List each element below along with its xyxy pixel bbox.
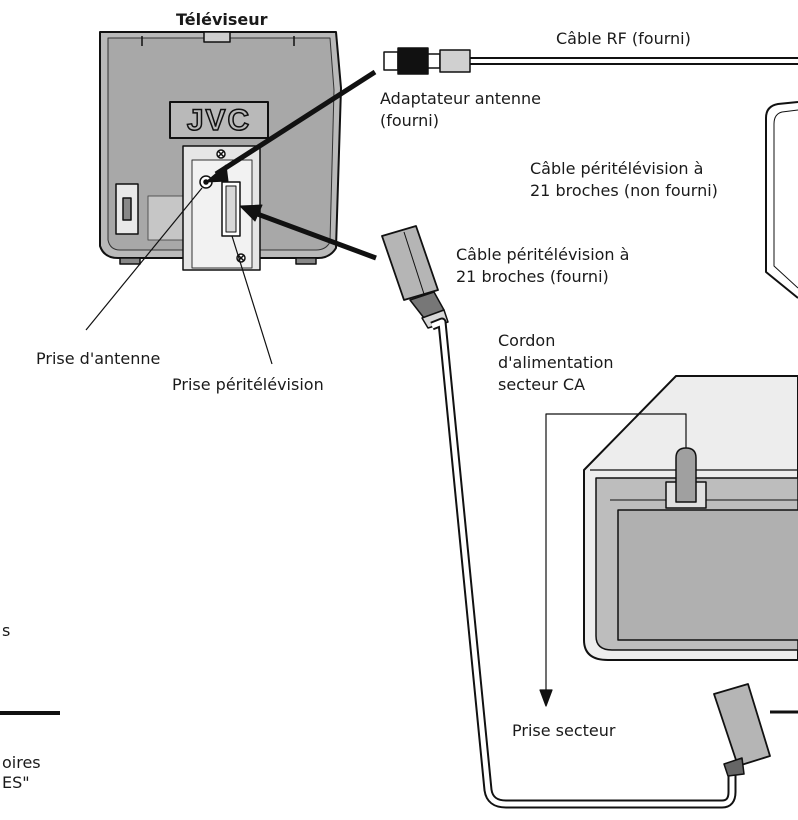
leader-lines: [85, 187, 273, 365]
page-edge-fragment: ES": [2, 773, 30, 792]
power-cord-label-line1: Cordon: [498, 331, 556, 350]
scart-supplied-label-line1: Câble péritélévision à: [456, 245, 630, 264]
tv-title: Téléviseur: [176, 10, 268, 29]
page-edge-fragment: oires: [2, 753, 41, 772]
connection-arrows: [205, 69, 377, 261]
vcr-illustration: [583, 375, 798, 661]
scart-socket-label: Prise péritélévision: [172, 375, 324, 394]
antenna-socket-label: Prise d'antenne: [36, 349, 161, 368]
scart-cable-illustration: [381, 225, 798, 809]
power-cord-line: [539, 413, 687, 707]
scart-not-supplied-label-line1: Câble péritélévision à: [530, 159, 704, 178]
antenna-adapter-label-line1: Adaptateur antenne: [380, 89, 541, 108]
mains-socket-label: Prise secteur: [512, 721, 616, 740]
scart-not-supplied-label-line2: 21 broches (non fourni): [530, 181, 718, 200]
rf-cable-illustration: [383, 47, 798, 75]
antenna-adapter-label-line2: (fourni): [380, 111, 439, 130]
scart-not-supplied-outline: [765, 101, 798, 299]
power-cord-label-line3: secteur CA: [498, 375, 586, 394]
tv-brand-logo: JVC: [187, 104, 251, 137]
page-edge-fragment: s: [2, 621, 11, 640]
power-cord-label-line2: d'alimentation: [498, 353, 614, 372]
tv-rear-illustration: [99, 31, 342, 271]
rf-cable-label: Câble RF (fourni): [556, 29, 691, 48]
scart-supplied-label-line2: 21 broches (fourni): [456, 267, 609, 286]
